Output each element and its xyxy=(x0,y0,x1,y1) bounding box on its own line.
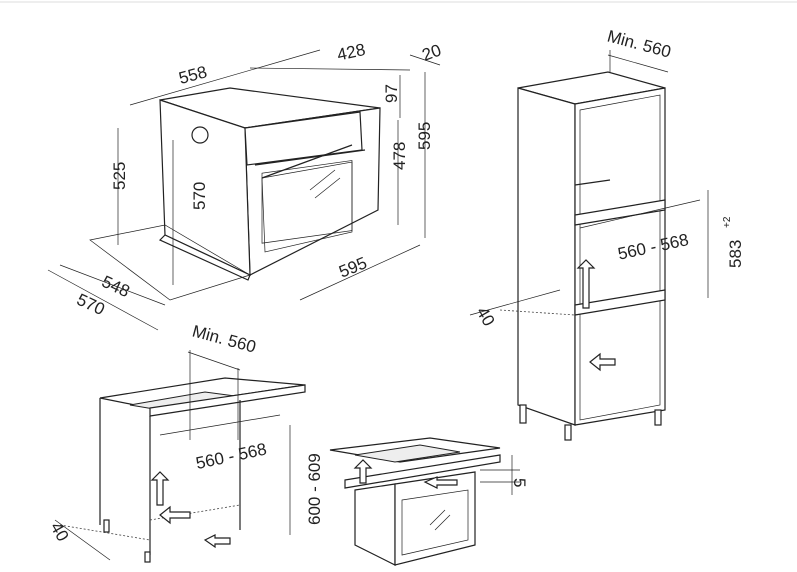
hob-oven-drawing xyxy=(329,437,501,566)
dim-min-560-under: Min. 560 xyxy=(190,321,258,356)
under-counter-drawing xyxy=(59,377,306,563)
dim-583-tolerance: +2 xyxy=(722,216,733,228)
dim-20: 20 xyxy=(420,40,444,64)
dim-40-under: 40 xyxy=(47,519,73,545)
dim-595-width: 595 xyxy=(336,253,369,281)
dim-560-568-under: 560 - 568 xyxy=(194,440,268,474)
dim-525: 525 xyxy=(110,162,129,190)
dim-97: 97 xyxy=(382,84,401,103)
dim-595-height: 595 xyxy=(415,122,434,150)
dim-570-height: 570 xyxy=(190,182,209,210)
dim-583: 583 xyxy=(726,240,745,268)
dim-478: 478 xyxy=(390,142,409,170)
dim-570-depth: 570 xyxy=(74,290,108,319)
under-counter-dimension-lines xyxy=(54,350,291,561)
oven-drawing xyxy=(89,87,381,301)
hob-dimension-lines xyxy=(480,455,520,495)
oven-dimension-lines xyxy=(47,49,441,331)
tall-cabinet-dimension-lines xyxy=(469,50,709,316)
tall-cabinet-drawing xyxy=(499,71,666,441)
dim-428: 428 xyxy=(335,40,367,64)
dim-5: 5 xyxy=(510,478,529,487)
dim-558: 558 xyxy=(177,62,209,88)
dim-40-cabinet: 40 xyxy=(473,304,499,330)
dim-548: 548 xyxy=(99,272,133,301)
dim-min-560-cabinet: Min. 560 xyxy=(605,26,673,61)
dim-600-609: 600 - 609 xyxy=(305,453,324,525)
